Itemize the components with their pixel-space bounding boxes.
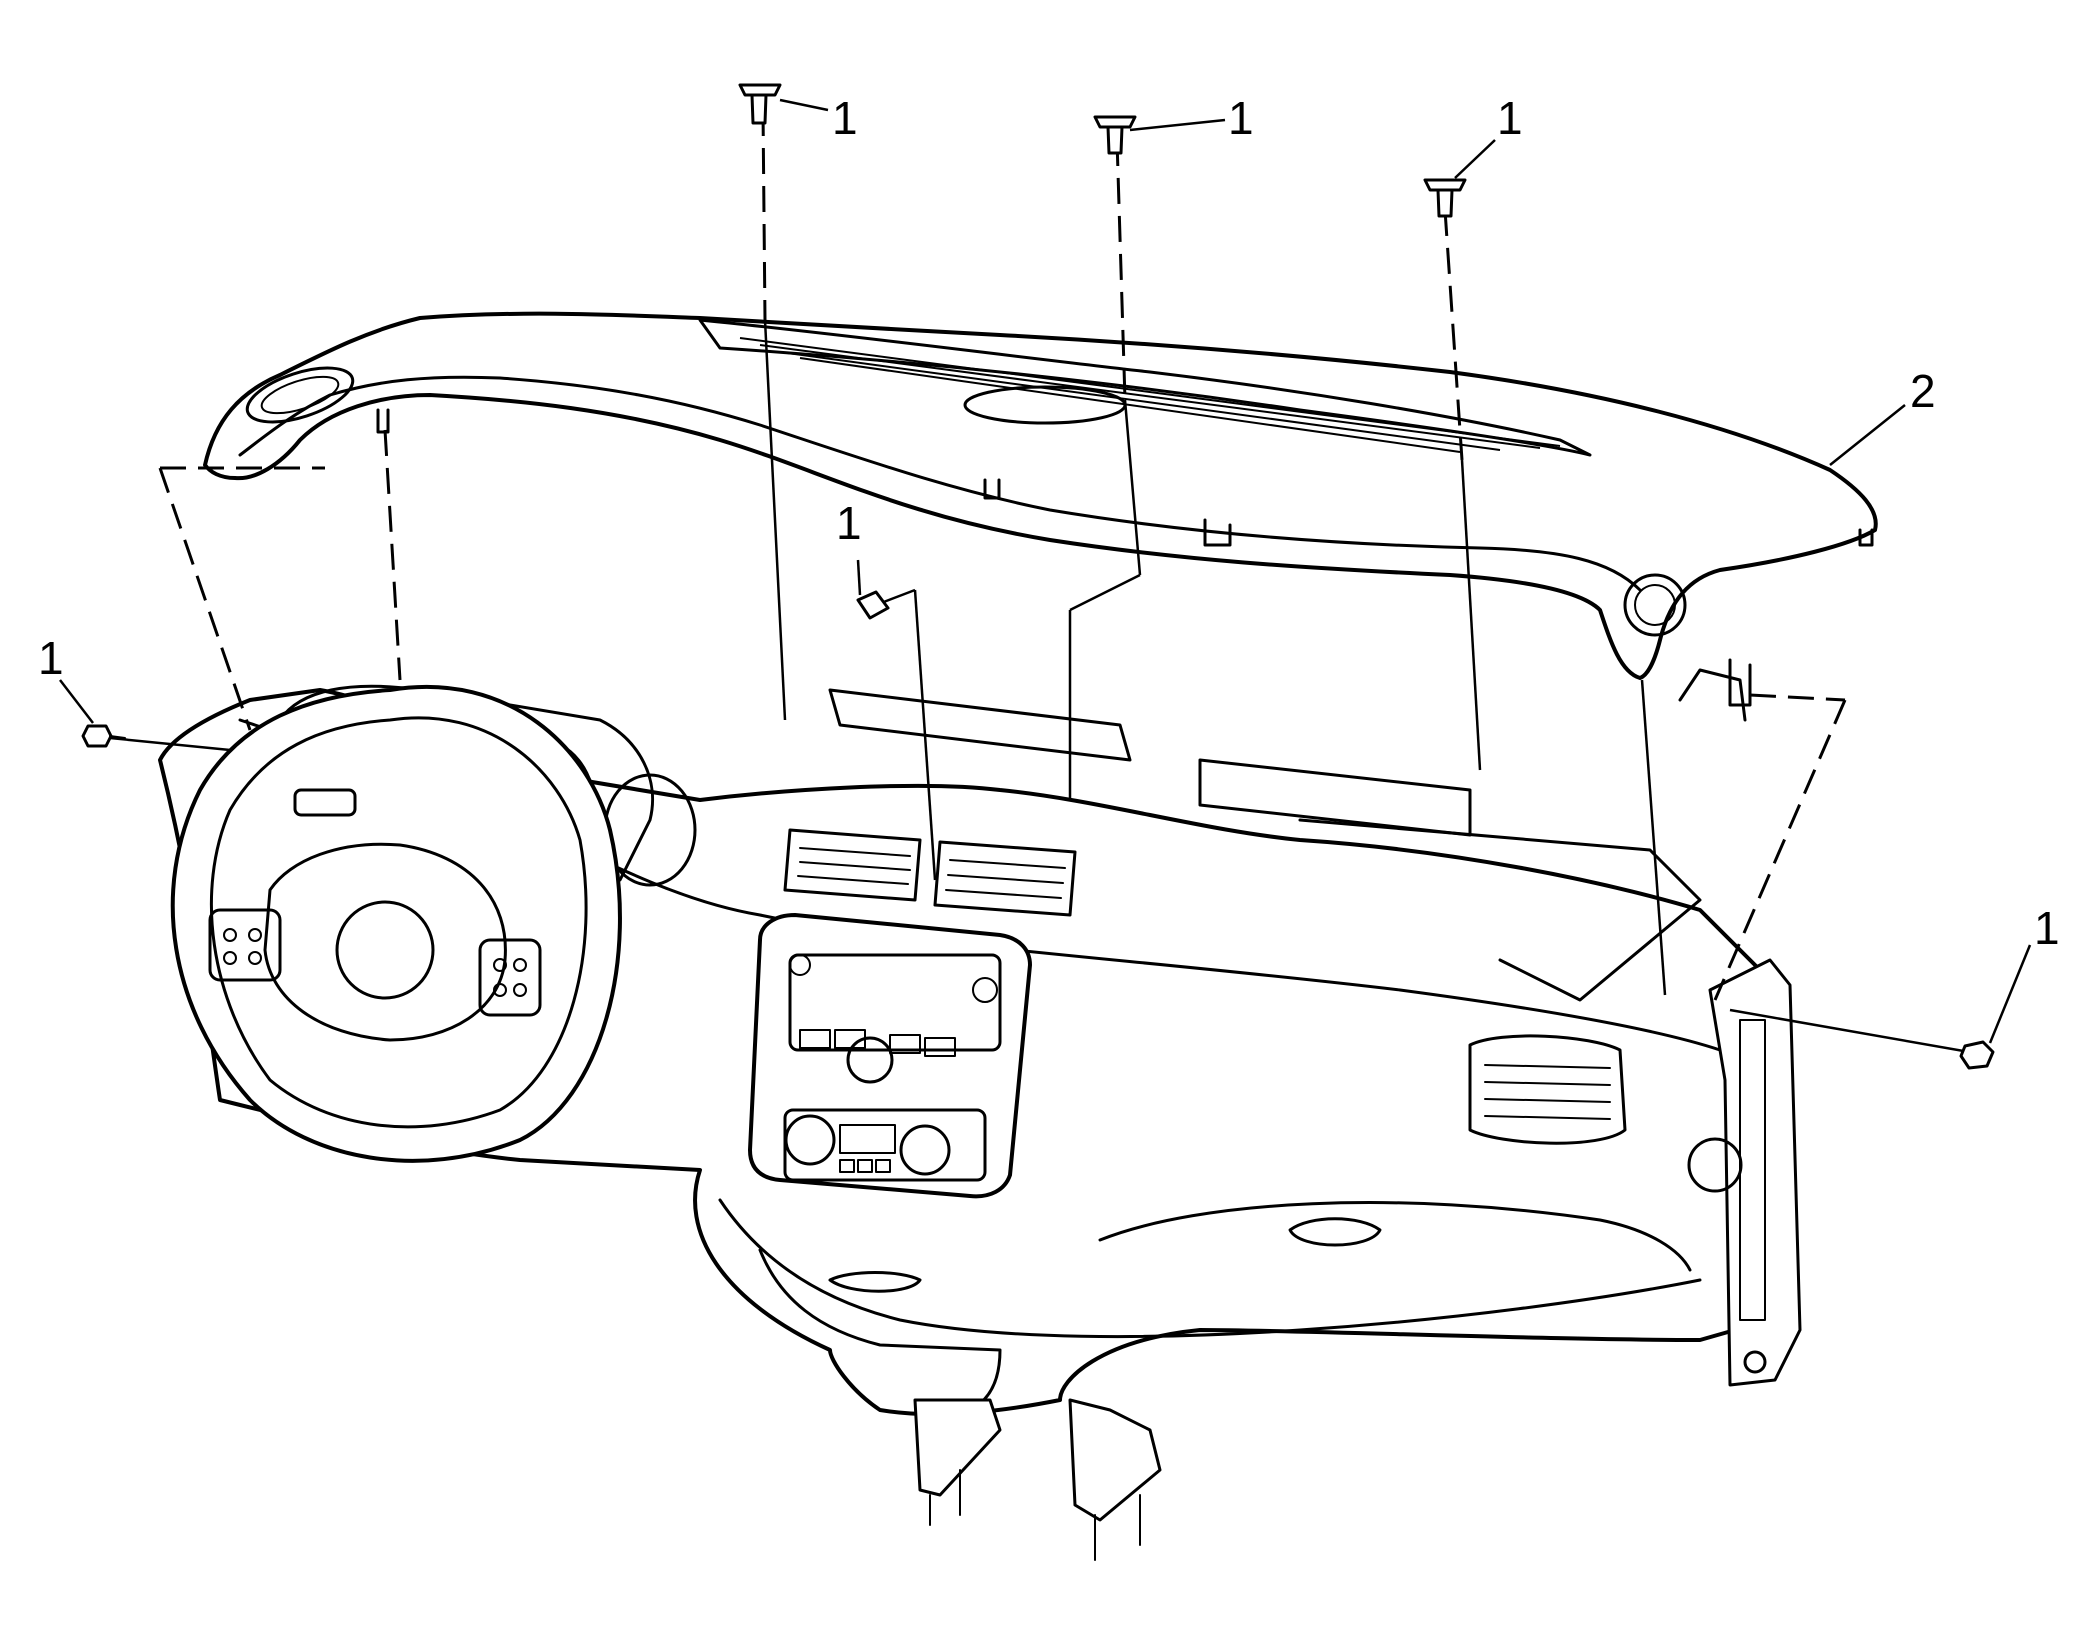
callout-1-right: 1 bbox=[2034, 902, 2060, 954]
callout-1-left: 1 bbox=[38, 632, 64, 684]
center-air-vents bbox=[783, 828, 1077, 917]
callout-1-center: 1 bbox=[836, 497, 862, 549]
upper-trim-panel bbox=[203, 311, 1878, 707]
callout-1-top-mid: 1 bbox=[1228, 92, 1254, 144]
callout-leaders bbox=[59, 98, 2032, 1044]
alignment-lines bbox=[109, 109, 1976, 1055]
fastener-center bbox=[856, 590, 890, 620]
center-stack bbox=[748, 913, 1032, 1199]
fastener-right bbox=[1959, 1040, 1995, 1070]
fastener-top-left bbox=[738, 83, 782, 125]
right-side-bracket bbox=[1687, 958, 1802, 1387]
steering-wheel bbox=[170, 684, 622, 1163]
hvac-module bbox=[828, 668, 1747, 1002]
passenger-air-vent bbox=[1468, 1034, 1627, 1145]
callout-1-top-right: 1 bbox=[1497, 92, 1523, 144]
callout-1-top-left: 1 bbox=[832, 92, 858, 144]
fastener-left bbox=[81, 724, 126, 748]
fastener-top-mid bbox=[1093, 115, 1137, 155]
lower-support-brackets bbox=[913, 1398, 1162, 1561]
fastener-top-right bbox=[1423, 178, 1467, 218]
callout-2-panel: 2 bbox=[1910, 365, 1936, 417]
